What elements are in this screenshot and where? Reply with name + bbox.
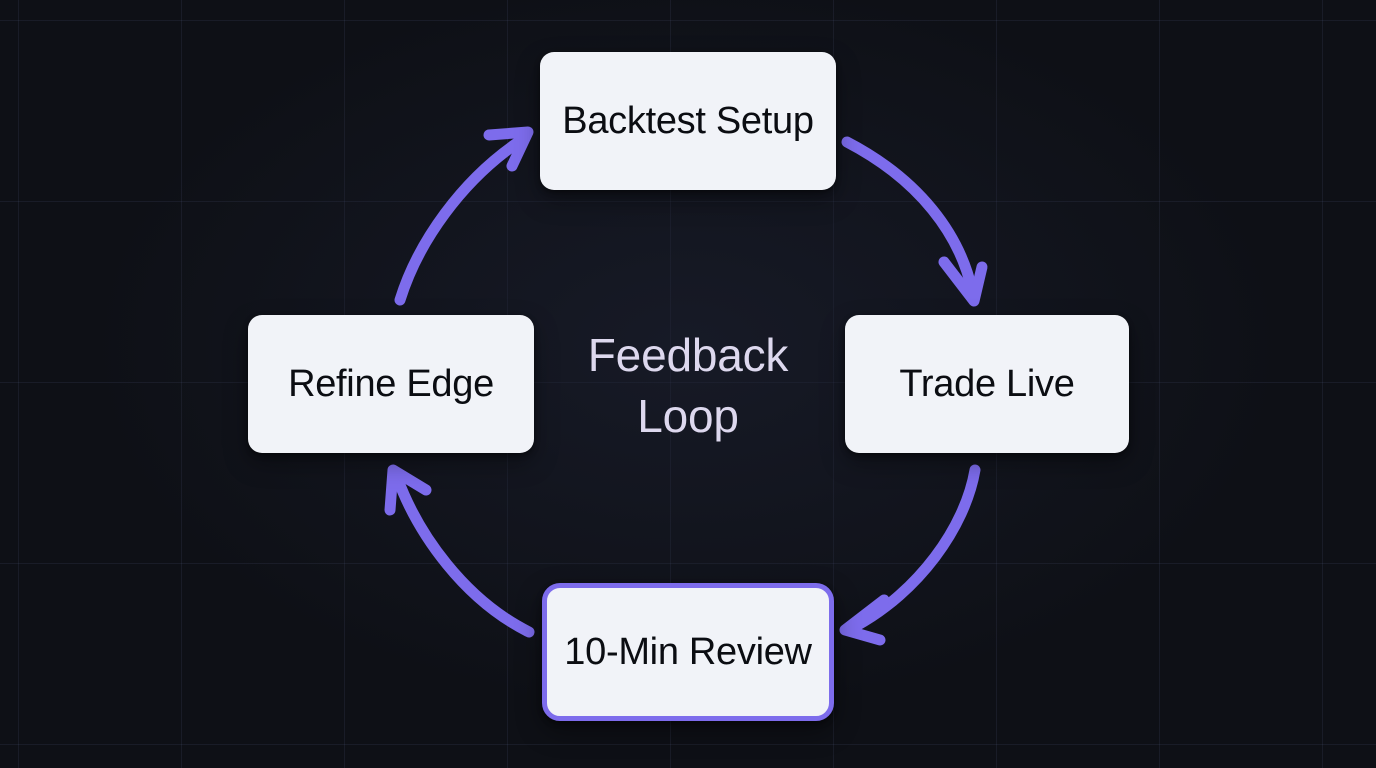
node-ten-min-review[interactable]: 10-Min Review	[542, 583, 834, 721]
node-trade-live[interactable]: Trade Live	[845, 315, 1129, 453]
node-label: Trade Live	[899, 363, 1075, 405]
edge-trade-to-review[interactable]	[839, 464, 981, 646]
edge-review-to-refine[interactable]	[384, 464, 535, 638]
edge-backtest-to-trade[interactable]	[841, 136, 988, 307]
node-label: 10-Min Review	[564, 631, 812, 673]
node-backtest-setup[interactable]: Backtest Setup	[540, 52, 836, 190]
node-refine-edge[interactable]: Refine Edge	[248, 315, 534, 453]
node-label: Backtest Setup	[562, 100, 814, 142]
node-label: Refine Edge	[288, 363, 494, 405]
edge-refine-to-backtest[interactable]	[394, 126, 534, 306]
